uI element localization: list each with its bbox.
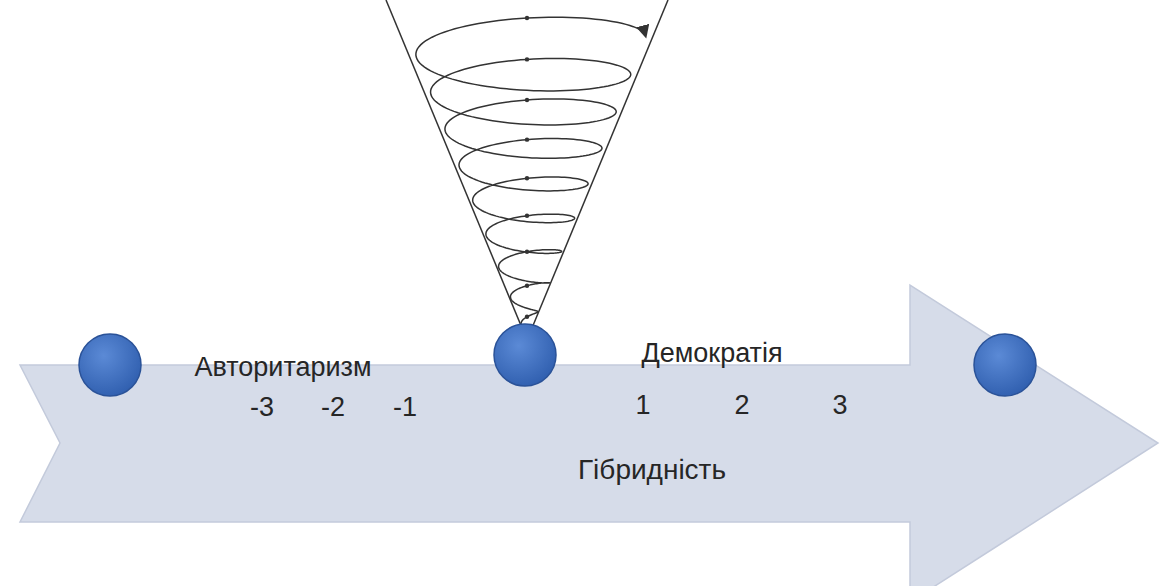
regime-label: Авторитаризм <box>194 352 371 383</box>
arrow-band: Гібридність <box>20 280 1160 586</box>
spiral-dot <box>525 137 529 141</box>
band-text: Гібридність <box>578 454 726 486</box>
regime-text: Демократія <box>641 338 782 368</box>
regime-label: Демократія <box>641 338 782 369</box>
scale-text: -3 <box>250 392 274 422</box>
spiral-dot <box>525 16 529 20</box>
spiral-dot <box>525 57 529 61</box>
scale-number: 3 <box>832 390 847 421</box>
cone-side <box>386 0 527 340</box>
scale-text: -1 <box>393 392 417 422</box>
spiral-dot <box>525 315 529 319</box>
spiral <box>416 16 646 336</box>
scale-number: -2 <box>321 392 345 423</box>
regime-text: Авторитаризм <box>194 352 371 382</box>
scale-number: -3 <box>250 392 274 423</box>
scale-text: 1 <box>635 390 650 420</box>
spiral-dot <box>525 98 529 102</box>
scale-number: -1 <box>393 392 417 423</box>
spiral-dot <box>525 284 529 288</box>
scale-text: 3 <box>832 390 847 420</box>
scale-text: -2 <box>321 392 345 422</box>
blue-dot <box>974 334 1036 396</box>
scale-number: 1 <box>635 390 650 421</box>
band-outline <box>20 280 1160 586</box>
blue-dot <box>494 324 556 386</box>
spiral-dot <box>525 250 529 254</box>
cone-side <box>527 0 668 340</box>
spiral-dot <box>525 176 529 180</box>
scale-text: 2 <box>734 390 749 420</box>
spiral-dot <box>525 214 529 218</box>
scale-number: 2 <box>734 390 749 421</box>
band-arrow <box>20 285 1158 586</box>
spiral-line <box>416 17 646 336</box>
blue-dot <box>79 334 141 396</box>
